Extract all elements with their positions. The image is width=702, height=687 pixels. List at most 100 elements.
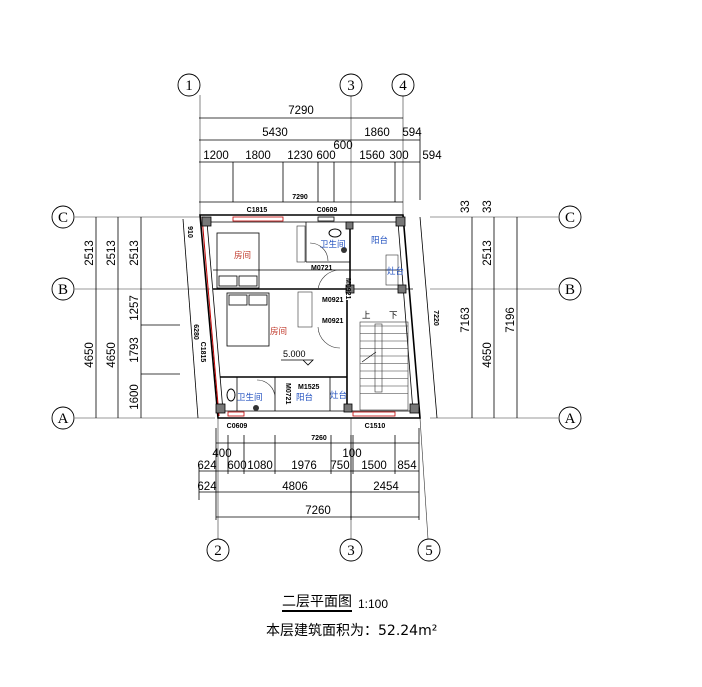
svg-text:4: 4	[399, 78, 407, 94]
svg-text:C1510: C1510	[365, 423, 386, 430]
svg-text:1793: 1793	[129, 337, 141, 363]
svg-text:4806: 4806	[282, 481, 308, 493]
axis-bubble-right-C: C	[558, 205, 582, 229]
axis-bubble-bottom-2: 2	[206, 538, 230, 562]
svg-text:A: A	[58, 411, 69, 427]
svg-text:1800: 1800	[245, 150, 271, 162]
svg-text:600: 600	[333, 140, 352, 152]
svg-text:3: 3	[347, 78, 355, 94]
axis-bubble-left-B: B	[51, 277, 75, 301]
svg-text:1257: 1257	[129, 295, 141, 321]
svg-text:房间: 房间	[234, 250, 251, 261]
svg-text:C1815: C1815	[199, 342, 206, 363]
svg-text:1600: 1600	[129, 384, 141, 410]
svg-text:卫生间: 卫生间	[237, 392, 263, 403]
svg-text:624: 624	[197, 481, 217, 493]
svg-text:300: 300	[389, 150, 408, 162]
svg-text:M0921: M0921	[322, 297, 344, 304]
svg-text:6280: 6280	[192, 324, 199, 340]
columns	[201, 216, 420, 414]
svg-text:房间: 房间	[270, 326, 287, 337]
axis-bubble-top-4: 4	[391, 73, 415, 97]
svg-text:33: 33	[482, 200, 494, 213]
svg-text:M0921: M0921	[322, 318, 344, 325]
svg-text:600: 600	[227, 460, 246, 472]
svg-text:1500: 1500	[361, 460, 387, 472]
windows: C1815 C0609 C0609 C1510	[227, 207, 396, 430]
svg-text:1560: 1560	[359, 150, 385, 162]
svg-text:7163: 7163	[460, 307, 472, 333]
elevation-mark: 5.000	[281, 349, 314, 366]
svg-text:7260: 7260	[311, 435, 327, 442]
svg-text:2513: 2513	[482, 240, 494, 266]
axis-bubble-bottom-5: 5	[417, 538, 441, 562]
svg-text:4650: 4650	[84, 342, 96, 368]
svg-text:750: 750	[330, 460, 349, 472]
top-dimensions: 7290 5430 1860 594 600 1200 1800 1230 60…	[199, 105, 442, 203]
svg-text:7220: 7220	[432, 310, 439, 326]
floor-area: 本层建筑面积为：52.24m²	[266, 623, 438, 639]
svg-text:M0721: M0721	[311, 265, 333, 272]
axis-bubble-left-C: C	[51, 205, 75, 229]
svg-text:M1525: M1525	[298, 384, 320, 391]
svg-text:灶台: 灶台	[387, 266, 404, 277]
stair-up-label: 上	[362, 311, 371, 321]
svg-text:3: 3	[347, 543, 355, 559]
axis-bubble-right-B: B	[558, 277, 582, 301]
axis-bubble-top-3: 3	[339, 73, 363, 97]
svg-text:400: 400	[212, 448, 231, 460]
svg-text:2454: 2454	[373, 481, 399, 493]
drawing-title: 二层平面图	[282, 594, 352, 612]
door-swings	[256, 242, 341, 399]
svg-text:1230: 1230	[287, 150, 313, 162]
svg-text:7290: 7290	[292, 194, 308, 201]
svg-text:A: A	[565, 411, 576, 427]
svg-text:5430: 5430	[262, 127, 288, 139]
svg-text:B: B	[565, 282, 575, 298]
axis-bubble-left-A: A	[51, 406, 75, 430]
svg-text:C0609: C0609	[227, 423, 248, 430]
right-dimensions: 33 33 7163 2513 4650 7196 7220	[419, 200, 518, 419]
svg-text:2: 2	[214, 543, 222, 559]
svg-text:910: 910	[186, 226, 193, 238]
svg-text:624: 624	[197, 460, 217, 472]
axis-bubble-top-1: 1	[177, 73, 201, 97]
svg-text:594: 594	[422, 150, 442, 162]
axis-bubble-bottom-3: 3	[339, 538, 363, 562]
svg-text:M0921: M0921	[344, 278, 351, 300]
axis-bubble-right-A: A	[558, 406, 582, 430]
svg-text:2513: 2513	[84, 240, 96, 266]
building-walls	[199, 214, 421, 419]
svg-text:1: 1	[185, 78, 193, 94]
svg-text:600: 600	[316, 150, 335, 162]
svg-text:4650: 4650	[482, 342, 494, 368]
svg-text:2513: 2513	[129, 240, 141, 266]
bottom-dimensions: 7260 400 100 624 600 1080 1976 750 1500 …	[197, 428, 420, 520]
svg-text:100: 100	[342, 448, 361, 460]
svg-text:C1815: C1815	[247, 207, 268, 214]
svg-text:阳台: 阳台	[371, 235, 388, 246]
toilet-icon	[226, 228, 347, 411]
svg-text:灶台: 灶台	[330, 390, 347, 401]
svg-text:4650: 4650	[106, 342, 118, 368]
svg-text:7290: 7290	[288, 105, 314, 117]
svg-text:M0721: M0721	[284, 383, 291, 405]
svg-text:阳台: 阳台	[296, 392, 313, 403]
svg-text:C0609: C0609	[317, 207, 338, 214]
svg-text:594: 594	[402, 127, 422, 139]
svg-text:1080: 1080	[247, 460, 273, 472]
drawing-scale: 1:100	[358, 597, 389, 611]
svg-text:5: 5	[425, 543, 433, 559]
svg-text:卫生间: 卫生间	[320, 239, 346, 250]
svg-text:1976: 1976	[291, 460, 317, 472]
bed-icon	[216, 232, 270, 347]
svg-text:33: 33	[460, 200, 472, 213]
svg-text:7260: 7260	[305, 505, 331, 517]
svg-text:1860: 1860	[364, 127, 390, 139]
svg-text:C: C	[565, 210, 575, 226]
svg-text:5.000: 5.000	[283, 349, 306, 359]
svg-text:1200: 1200	[203, 150, 229, 162]
room-labels: 房间 房间 卫生间 阳台 灶台 卫生间 阳台 灶台	[234, 235, 404, 403]
svg-text:854: 854	[397, 460, 417, 472]
